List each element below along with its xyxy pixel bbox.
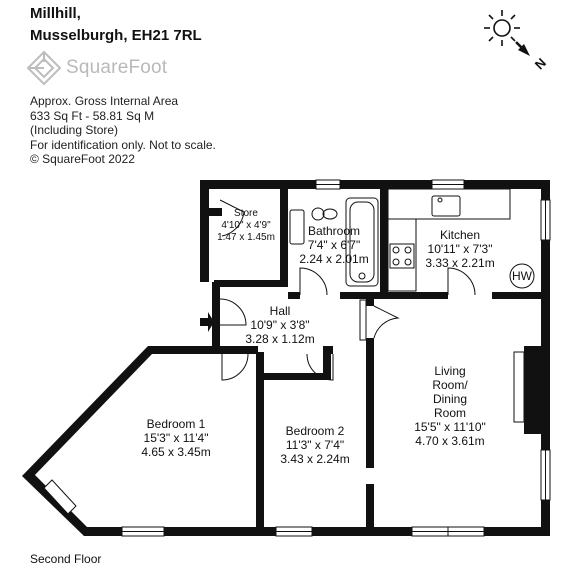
- room-living-name-2: Room/: [432, 378, 468, 392]
- room-kitchen-name: Kitchen: [439, 228, 481, 242]
- room-living-imperial: 15'5" x 11'10": [414, 420, 486, 434]
- room-store-label: Store 4'10" x 4'9" 1.47 x 1.45m: [217, 208, 275, 244]
- room-bedroom2-label: Bedroom 2 11'3" x 7'4" 3.43 x 2.24m: [280, 424, 349, 466]
- copyright: © SquareFoot 2022: [30, 152, 135, 166]
- room-living-name-3: Dining: [432, 392, 468, 406]
- logo-text: SquareFoot: [66, 57, 168, 78]
- room-bedroom1-imperial: 15'3" x 11'4": [143, 431, 209, 445]
- room-bedroom1-name: Bedroom 1: [146, 417, 206, 431]
- room-bedroom2-metric: 3.43 x 2.24m: [280, 452, 350, 466]
- room-bathroom-metric: 2.24 x 2.01m: [299, 252, 369, 266]
- room-bedroom2-name: Bedroom 2: [285, 424, 345, 438]
- area-note: (Including Store): [30, 123, 119, 137]
- room-bedroom2-imperial: 11'3" x 7'4": [285, 438, 345, 452]
- room-living-label: Living Room/ Dining Room 15'5" x 11'10" …: [414, 364, 486, 448]
- room-living-metric: 4.70 x 3.61m: [415, 434, 485, 448]
- room-hall-label: Hall 10'9" x 3'8" 3.28 x 1.12m: [245, 304, 314, 346]
- room-bedroom1-label: Bedroom 1 15'3" x 11'4" 4.65 x 3.45m: [141, 417, 210, 459]
- squarefoot-logo-icon: [26, 50, 62, 86]
- address-line-2: Musselburgh, EH21 7RL: [30, 27, 202, 44]
- hot-water-label: HW: [512, 269, 532, 283]
- room-kitchen-metric: 3.33 x 2.21m: [425, 256, 495, 270]
- room-living-name-1: Living: [434, 364, 466, 378]
- room-kitchen-label: Kitchen 10'11" x 7'3" 3.33 x 2.21m: [425, 228, 494, 270]
- room-store-imperial: 4'10" x 4'9": [221, 220, 271, 231]
- floor-label: Second Floor: [30, 552, 102, 566]
- disclaimer: For identification only. Not to scale.: [30, 137, 216, 152]
- room-kitchen-imperial: 10'11" x 7'3": [427, 242, 493, 256]
- room-hall-name: Hall: [269, 304, 291, 318]
- room-store-metric: 1.47 x 1.45m: [217, 232, 275, 243]
- room-bathroom-name: Bathroom: [307, 224, 361, 238]
- room-living-name-4: Room: [433, 406, 467, 420]
- area-value: 633 Sq Ft - 58.81 Sq M: [30, 108, 155, 123]
- area-title: Approx. Gross Internal Area: [30, 94, 179, 108]
- room-store-name: Store: [234, 208, 258, 219]
- sun-compass-icon: N: [484, 10, 549, 72]
- address-line-1: Millhill,: [30, 5, 81, 22]
- room-bedroom1-metric: 4.65 x 3.45m: [141, 445, 211, 459]
- room-bathroom-label: Bathroom 7'4" x 6'7" 2.24 x 2.01m: [299, 224, 368, 266]
- room-bathroom-imperial: 7'4" x 6'7": [307, 238, 361, 252]
- room-hall-metric: 3.28 x 1.12m: [245, 332, 315, 346]
- room-hall-imperial: 10'9" x 3'8": [250, 318, 310, 332]
